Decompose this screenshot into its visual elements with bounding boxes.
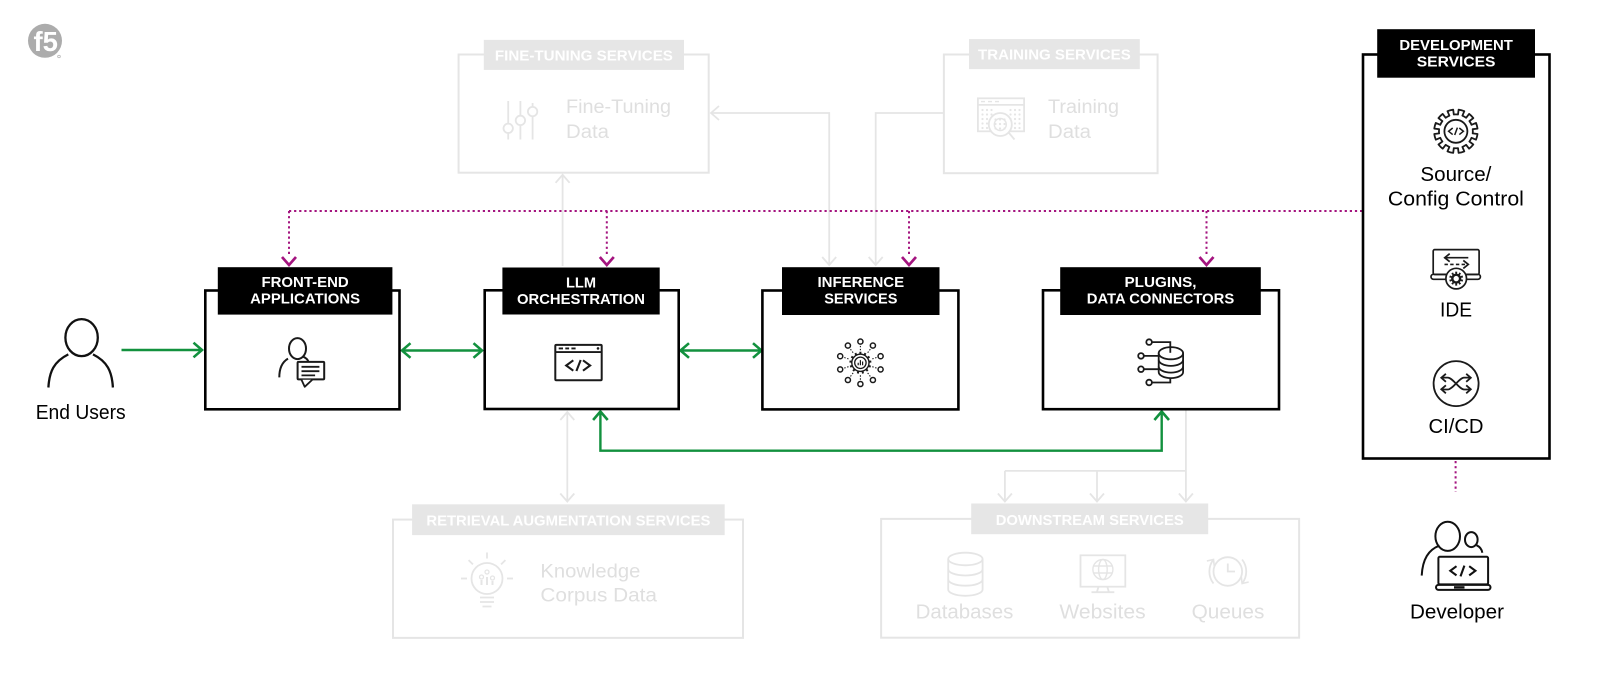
svg-text:Databases: Databases xyxy=(916,602,1014,624)
svg-text:Knowledge: Knowledge xyxy=(540,562,640,583)
svg-text:DATA CONNECTORS: DATA CONNECTORS xyxy=(1087,291,1235,308)
svg-text:End Users: End Users xyxy=(36,401,126,424)
svg-text:Training: Training xyxy=(1048,97,1119,118)
svg-text:DOWNSTREAM SERVICES: DOWNSTREAM SERVICES xyxy=(996,513,1184,529)
svg-text:ORCHESTRATION: ORCHESTRATION xyxy=(517,291,645,308)
svg-text:Corpus Data: Corpus Data xyxy=(540,586,657,607)
svg-text:Queues: Queues xyxy=(1192,602,1265,624)
svg-text:Websites: Websites xyxy=(1059,602,1145,624)
svg-text:Data: Data xyxy=(566,122,609,143)
svg-text:DEVELOPMENT: DEVELOPMENT xyxy=(1399,38,1513,54)
svg-text:LLM: LLM xyxy=(566,275,596,292)
svg-text:SERVICES: SERVICES xyxy=(1417,55,1496,71)
svg-text:TRAINING SERVICES: TRAINING SERVICES xyxy=(978,48,1131,64)
svg-text:FRONT-END: FRONT-END xyxy=(261,274,348,291)
svg-text:PLUGINS,: PLUGINS, xyxy=(1125,274,1197,291)
svg-text:CI/CD: CI/CD xyxy=(1429,416,1484,438)
svg-text:f5: f5 xyxy=(34,26,58,57)
svg-text:Source/: Source/ xyxy=(1420,164,1491,186)
svg-text:Developer: Developer xyxy=(1410,600,1504,623)
svg-text:Data: Data xyxy=(1048,122,1091,143)
svg-text:FINE-TUNING SERVICES: FINE-TUNING SERVICES xyxy=(495,49,673,65)
svg-text:Fine-Tuning: Fine-Tuning xyxy=(566,97,671,118)
svg-text:RETRIEVAL AUGMENTATION SERVICE: RETRIEVAL AUGMENTATION SERVICES xyxy=(426,514,710,530)
svg-text:INFERENCE: INFERENCE xyxy=(817,274,904,291)
svg-text:APPLICATIONS: APPLICATIONS xyxy=(250,291,360,308)
svg-text:IDE: IDE xyxy=(1440,299,1472,321)
svg-text:SERVICES: SERVICES xyxy=(824,291,897,308)
svg-text:Config Control: Config Control xyxy=(1388,189,1524,211)
